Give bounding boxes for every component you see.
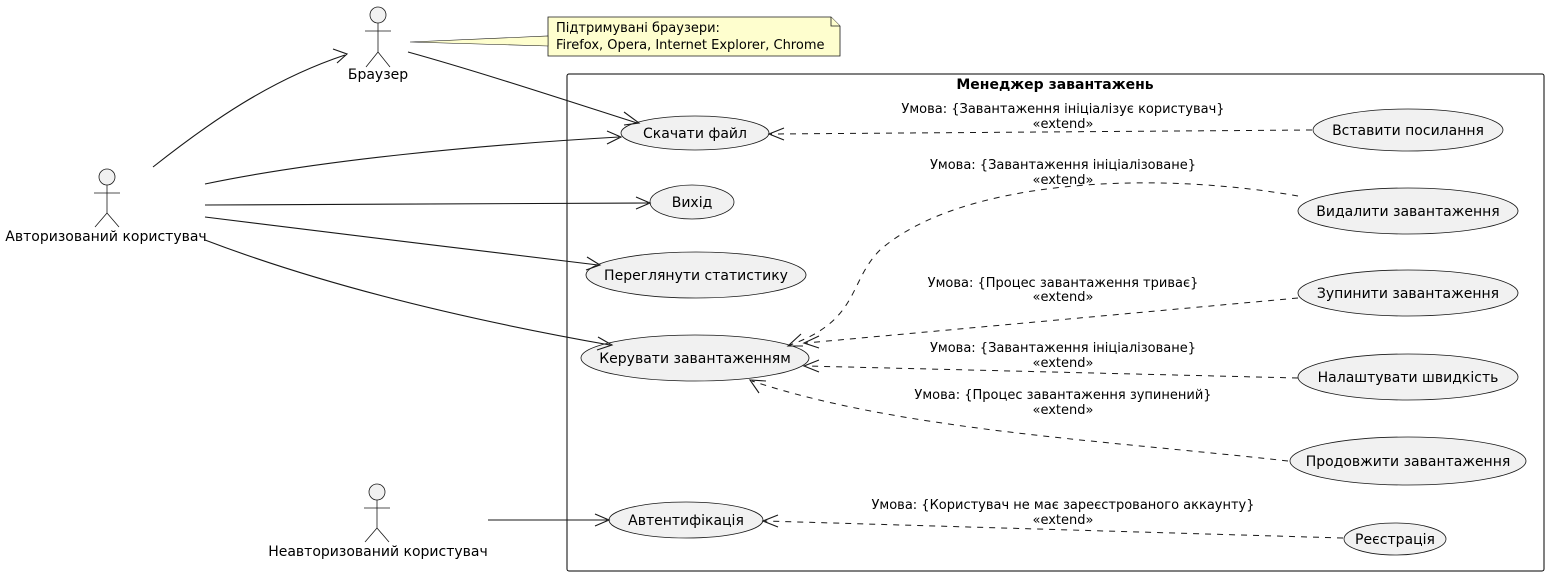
association-user-exit — [204, 202, 649, 206]
svg-text:Автентифікація: Автентифікація — [628, 513, 744, 529]
extend-delete — [789, 182, 1299, 346]
association-user-statistics — [204, 216, 599, 266]
use-case-view-statistics[interactable]: Переглянути статистику — [585, 251, 807, 299]
note-line-1: Підтримувані браузери: — [556, 21, 720, 36]
system-title: Менеджер завантажень — [956, 77, 1153, 93]
svg-text:Зупинити завантаження: Зупинити завантаження — [1317, 286, 1499, 302]
actor-unauthorized-label: Неавторизований користувач — [268, 544, 488, 560]
svg-text:Переглянути статистику: Переглянути статистику — [604, 268, 788, 284]
use-case-delete-download[interactable]: Видалити завантаження — [1297, 187, 1519, 235]
svg-text:Вихід: Вихід — [672, 195, 713, 211]
actor-browser: Браузер — [348, 6, 408, 83]
svg-text:Продовжити завантаження: Продовжити завантаження — [1306, 454, 1511, 470]
svg-text:Реєстрація: Реєстрація — [1355, 532, 1435, 548]
use-case-set-speed[interactable]: Налаштувати швидкість — [1297, 353, 1519, 401]
stereotype-delete: «extend» — [1033, 173, 1094, 188]
stereotype-speed: «extend» — [1033, 356, 1094, 371]
condition-delete: Умова: {Завантаження ініціалізоване} — [930, 158, 1196, 173]
stereotype-stop: «extend» — [1033, 290, 1094, 305]
use-case-authentication[interactable]: Автентифікація — [608, 501, 764, 539]
svg-text:Скачати файл: Скачати файл — [643, 126, 747, 142]
svg-text:Вставити посилання: Вставити посилання — [1332, 123, 1484, 139]
system-boundary — [566, 73, 1545, 572]
browser-note: Підтримувані браузери: Firefox, Opera, I… — [409, 16, 841, 57]
svg-text:Керувати завантаженням: Керувати завантаженням — [599, 351, 791, 367]
condition-registration: Умова: {Користувач не має зареєстрованог… — [871, 498, 1254, 513]
use-case-resume-download[interactable]: Продовжити завантаження — [1289, 436, 1527, 486]
use-case-download[interactable]: Скачати файл — [620, 115, 770, 151]
stereotype-resume: «extend» — [1033, 403, 1094, 418]
use-case-registration[interactable]: Реєстрація — [1343, 522, 1447, 556]
extend-speed — [805, 365, 1299, 379]
extend-stop — [805, 297, 1299, 344]
actor-authorized-user: Авторизований користувач — [5, 168, 207, 245]
association-user-download — [204, 136, 620, 185]
condition-paste: Умова: {Завантаження ініціалізує користу… — [901, 102, 1224, 117]
condition-stop: Умова: {Процес завантаження триває} — [928, 276, 1199, 291]
extend-relations — [748, 127, 1344, 539]
stereotype-registration: «extend» — [1033, 513, 1094, 528]
use-case-paste-link[interactable]: Вставити посилання — [1312, 108, 1504, 152]
use-case-exit[interactable]: Вихід — [649, 184, 735, 220]
condition-speed: Умова: {Завантаження ініціалізоване} — [930, 341, 1196, 356]
extend-registration — [764, 520, 1344, 539]
actor-browser-label: Браузер — [348, 67, 408, 83]
actor-authorized-label: Авторизований користувач — [5, 229, 206, 245]
associations — [152, 48, 652, 527]
association-user-manage — [204, 239, 611, 346]
use-case-manage-download[interactable]: Керувати завантаженням — [580, 334, 810, 382]
svg-text:Налаштувати швидкість: Налаштувати швидкість — [1318, 370, 1499, 386]
svg-text:Видалити завантаження: Видалити завантаження — [1316, 204, 1499, 220]
use-case-stop-download[interactable]: Зупинити завантаження — [1297, 269, 1519, 317]
stereotype-paste: «extend» — [1033, 117, 1094, 132]
condition-resume: Умова: {Процес завантаження зупинений} — [914, 388, 1211, 403]
note-line-2: Firefox, Opera, Internet Explorer, Chrom… — [556, 38, 824, 53]
actor-unauthorized-user: Неавторизований користувач — [268, 483, 488, 560]
extend-labels: Умова: {Завантаження ініціалізує користу… — [871, 102, 1254, 528]
association-user-browser — [152, 54, 346, 168]
association-browser-download — [407, 51, 638, 124]
